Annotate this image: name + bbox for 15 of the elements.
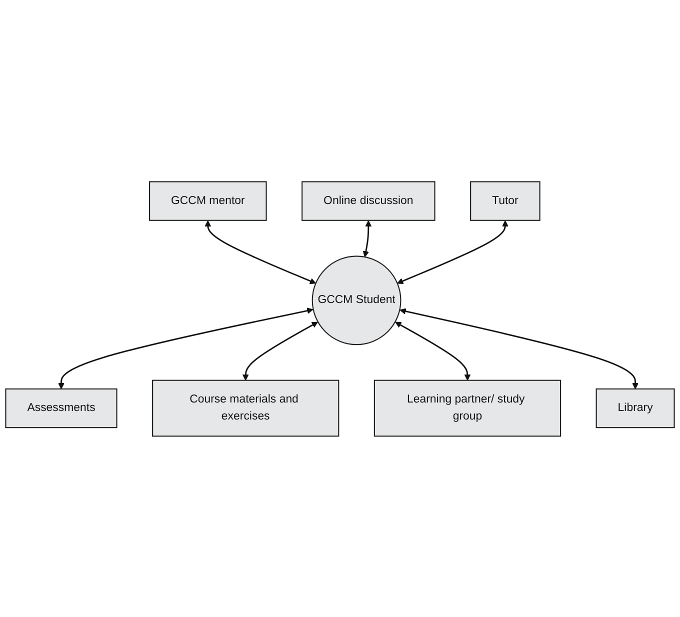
arrow: [58, 307, 314, 389]
node-box: Tutor: [470, 180, 540, 220]
arrow: [362, 220, 372, 257]
arrow: [400, 308, 638, 389]
node-box: Online discussion: [302, 180, 436, 220]
node-box: Assessments: [5, 388, 118, 428]
node-box: Library: [596, 388, 675, 428]
node-circle: GCCM Student: [312, 255, 402, 345]
node-box: GCCM mentor: [148, 180, 267, 220]
arrow: [204, 220, 316, 284]
arrow: [395, 321, 471, 380]
node-box: Course materials and exercises: [152, 379, 340, 436]
arrow: [397, 220, 508, 284]
node-box: Learning partner/ study group: [374, 379, 562, 436]
arrow: [242, 321, 318, 380]
